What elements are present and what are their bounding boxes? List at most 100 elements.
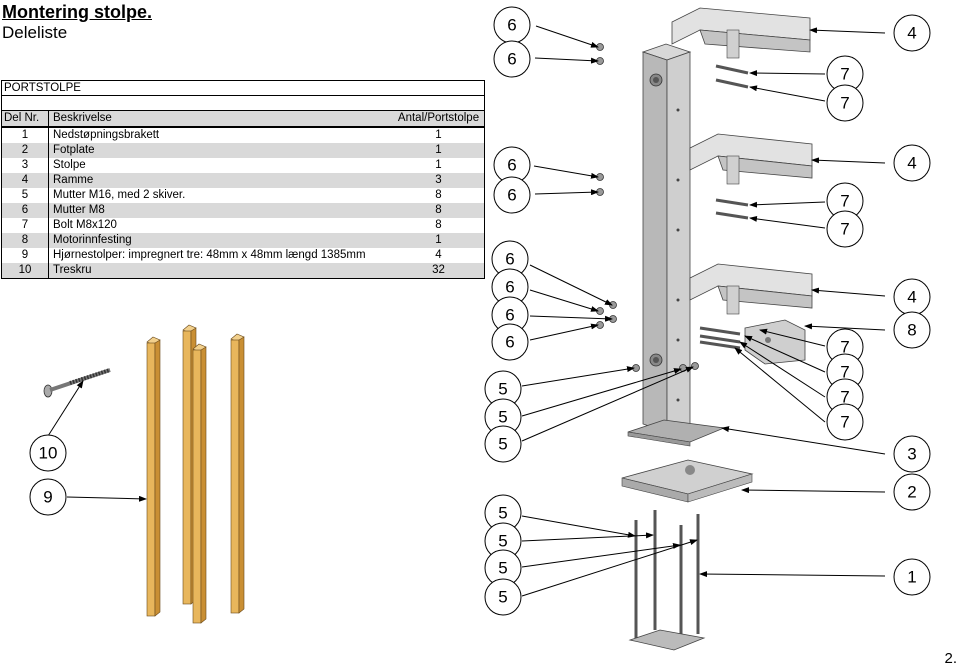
quantity-cell: 1 [435,159,442,171]
callout-6: 6 [493,176,531,214]
wood-screw [43,368,111,398]
svg-text:5: 5 [498,408,507,427]
page-number: 2. [944,650,957,667]
quantity-cell: 8 [435,189,442,201]
callout-3: 3 [893,435,931,473]
part-number-cell: 4 [2,173,49,188]
svg-text:8: 8 [907,321,916,340]
svg-text:6: 6 [505,306,514,325]
svg-text:6: 6 [505,278,514,297]
table-row: 1 Nedstøpningsbrakett 1 [2,128,484,143]
callout-8: 8 [893,311,931,349]
part-number-cell: 1 [2,128,49,143]
quantity-cell: 8 [435,219,442,231]
document-title: Montering stolpe. [2,2,152,22]
frame [689,133,813,185]
svg-text:6: 6 [507,186,516,205]
column-header-part-no: Del Nr. [2,111,49,126]
svg-text:7: 7 [840,363,849,382]
description-cell: Mutter M8 [53,204,105,216]
callout-1: 1 [893,558,931,596]
svg-text:9: 9 [43,488,52,507]
svg-text:4: 4 [907,288,916,307]
description-cell: Hjørnestolper: impregnert tre: 48mm x 48… [53,249,366,261]
casting-bracket [628,510,706,651]
callout-6: 6 [493,6,531,44]
frame [671,7,811,59]
svg-text:4: 4 [907,154,916,173]
quantity-cell: 4 [435,249,442,261]
table-row: 8 Motorinnfesting 1 [2,233,484,248]
callout-6: 6 [491,323,529,361]
gate-post [627,43,726,447]
svg-text:5: 5 [498,435,507,454]
frame [689,263,813,315]
svg-text:5: 5 [498,380,507,399]
quantity-cell: 1 [435,234,442,246]
column-header-quantity: Antal/Portstolpe [397,112,480,124]
table-row: 5 Mutter M16, med 2 skiver. 8 [2,188,484,203]
parts-table-heading: PORTSTOLPE [2,81,484,96]
svg-text:6: 6 [505,333,514,352]
svg-text:3: 3 [907,445,916,464]
corner-post [146,336,161,617]
description-cell: Treskru [53,264,92,276]
description-cell: Motorinnfesting [53,234,132,246]
corner-post [230,333,245,614]
part-number-cell: 6 [2,203,49,218]
part-number-cell: 9 [2,248,49,263]
table-row: 9 Hjørnestolper: impregnert tre: 48mm x 4… [2,248,484,263]
foot-plate [621,459,754,503]
part-number-cell: 10 [2,263,49,278]
svg-text:6: 6 [507,156,516,175]
parts-table-spacer [2,96,484,111]
callout-4: 4 [893,14,931,52]
part-number-cell: 3 [2,158,49,173]
bolts [699,64,749,350]
quantity-cell: 1 [435,129,442,141]
callout-7: 7 [826,210,864,248]
callout-4: 4 [893,278,931,316]
callout-5: 5 [484,578,522,616]
leader-lines [47,25,886,597]
svg-text:7: 7 [840,388,849,407]
svg-text:5: 5 [498,504,507,523]
svg-text:5: 5 [498,532,507,551]
callout-10: 10 [29,434,67,472]
description-cell: Ramme [53,174,94,186]
callout-9: 9 [29,478,67,516]
description-cell: Nedstøpningsbrakett [53,129,160,141]
svg-text:1: 1 [907,568,916,587]
svg-text:2: 2 [907,483,916,502]
table-row: 7 Bolt M8x120 8 [2,218,484,233]
callout-7: 7 [826,84,864,122]
svg-text:6: 6 [507,16,516,35]
svg-text:6: 6 [505,250,514,269]
quantity-cell: 8 [435,204,442,216]
description-cell: Bolt M8x120 [53,219,117,231]
quantity-cell: 3 [435,174,442,186]
corner-post [192,343,207,624]
part-number-cell: 7 [2,218,49,233]
svg-text:10: 10 [39,444,58,463]
svg-text:5: 5 [498,559,507,578]
description-cell: Stolpe [53,159,86,171]
table-row: 6 Mutter M8 8 [2,203,484,218]
part-number-cell: 8 [2,233,49,248]
callout-6: 6 [493,40,531,78]
svg-text:4: 4 [907,24,916,43]
svg-text:7: 7 [840,413,849,432]
description-cell: Mutter M16, med 2 skiver. [53,189,186,201]
table-row: 3 Stolpe 1 [2,158,484,173]
column-header-description: Beskrivelse [53,112,112,124]
callout-5: 5 [484,549,522,587]
svg-text:6: 6 [507,50,516,69]
part-number-cell: 2 [2,143,49,158]
document-subtitle: Deleliste [2,23,68,42]
part-number-cell: 5 [2,188,49,203]
svg-text:7: 7 [840,94,849,113]
